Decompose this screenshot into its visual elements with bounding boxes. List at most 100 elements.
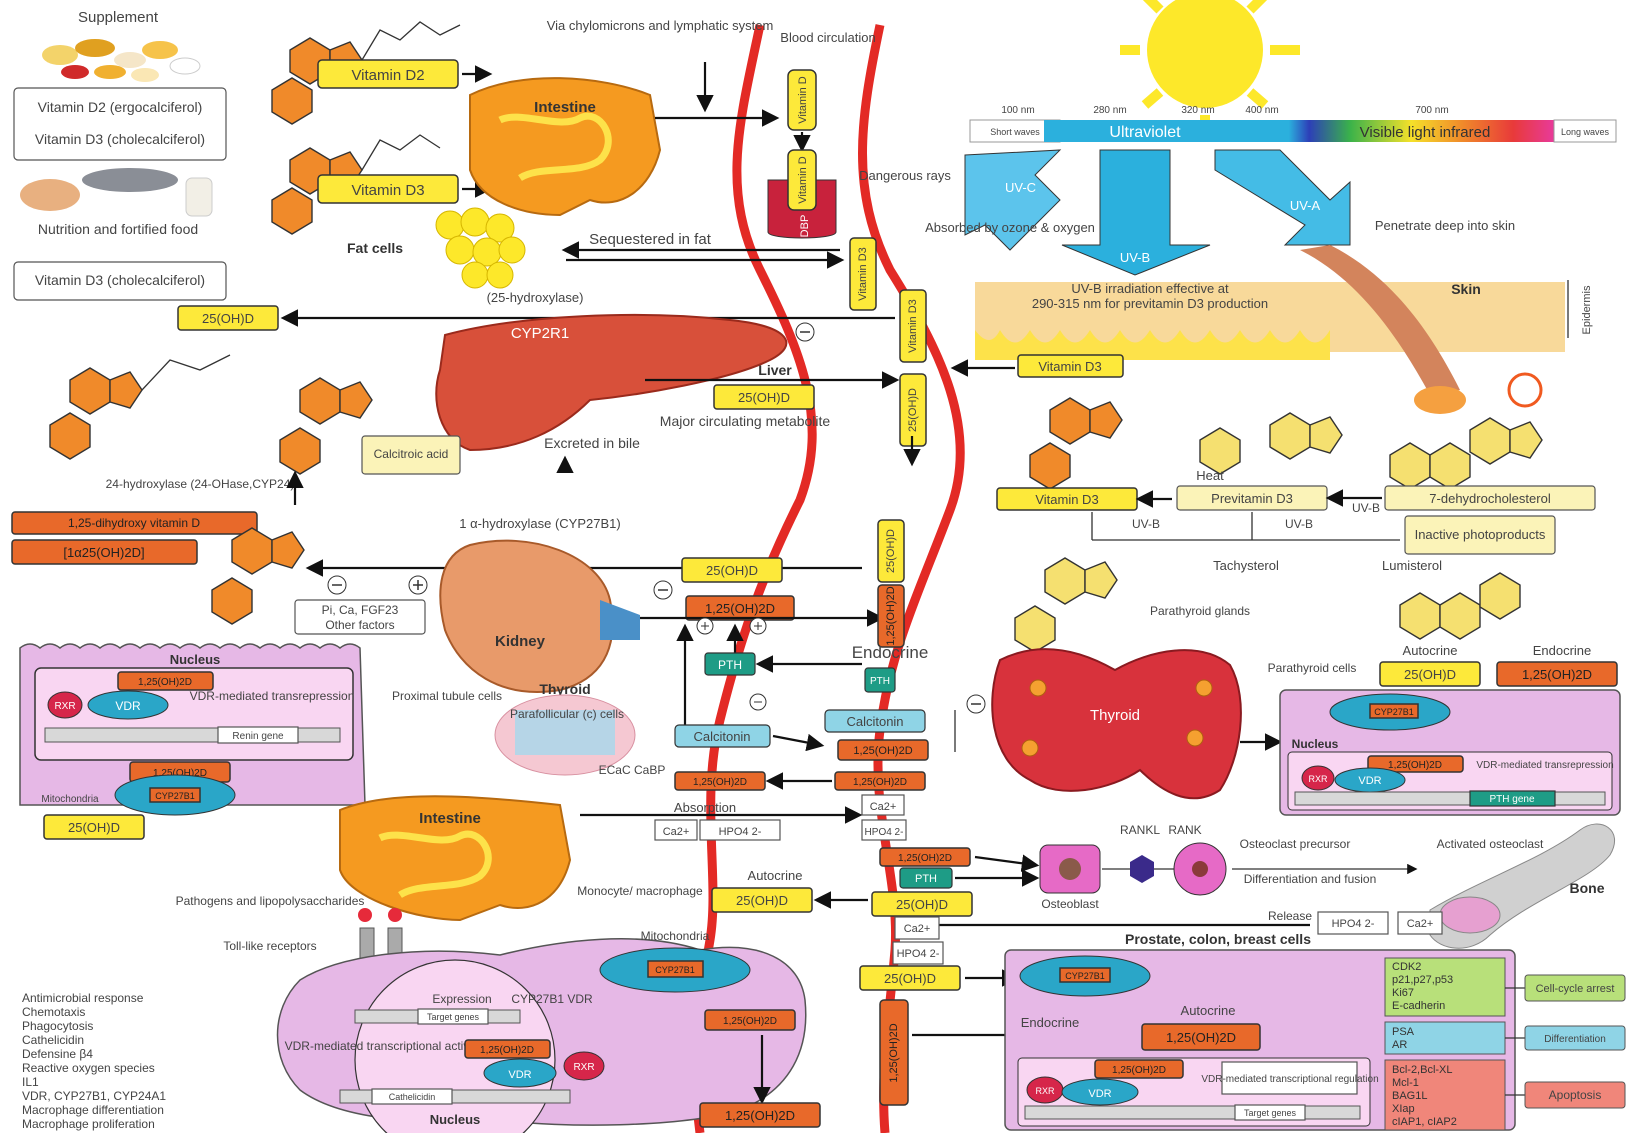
short-waves-label: Short waves: [990, 127, 1040, 137]
immune-dihydroxy-label: 1,25(OH)2D: [723, 1016, 777, 1027]
vitd3-cholecalciferol-label: Vitamin D3 (cholecalciferol): [35, 131, 205, 147]
factors-line2: Other factors: [325, 618, 394, 632]
dangerous-rays-label: Dangerous rays: [859, 168, 951, 183]
left-nucleus-title: Nucleus: [170, 652, 221, 667]
prostate-autocrine-label: Autocrine: [1181, 1003, 1236, 1018]
cyp-vdr-label: CYP27B1 VDR: [511, 992, 593, 1006]
bone-25ohd-label: 25(OH)D: [896, 897, 948, 912]
osteoblast-label: Osteoblast: [1041, 897, 1099, 911]
tachysterol-molecule: [1015, 558, 1117, 652]
prostate-target-label: Target genes: [1244, 1108, 1297, 1118]
parathyroid-glands-label: Parathyroid glands: [1150, 604, 1250, 618]
intestine-ca-label: Ca2+: [663, 826, 690, 838]
apoptosis-label: Apoptosis: [1549, 1088, 1602, 1102]
calcitonin-label: Calcitonin: [693, 729, 750, 744]
skin-vitd3-label: Vitamin D3: [1038, 359, 1101, 374]
parathyroid-gland-1: [1030, 680, 1046, 696]
tick-320nm: 320 nm: [1181, 105, 1214, 116]
factors-line1: Pi, Ca, FGF23: [322, 603, 399, 617]
bone-pth-label: PTH: [915, 873, 937, 885]
spectrum-ticks: 100 nm 280 nm 320 nm 400 nm 700 nm: [1001, 105, 1448, 116]
prostate-cyp-label: CYP27B1: [1065, 971, 1105, 981]
expression-label: Expression: [432, 992, 491, 1006]
kidney-dihydroxy-label: 1,25(OH)2D: [705, 601, 775, 616]
vitd2-ergocalciferol-label: Vitamin D2 (ergocalciferol): [38, 99, 203, 115]
immune-target-label: Target genes: [427, 1012, 480, 1022]
sequestered-label: Sequestered in fat: [589, 231, 712, 248]
bone-dihydroxy-label: 1,25(OH)2D: [898, 853, 952, 864]
major-circ-label: Major circulating metabolite: [660, 413, 831, 429]
alpha-hydroxylase-label: 1 α-hydroxylase (CYP27B1): [459, 516, 620, 531]
blood-vitd3-label-1: Vitamin D3: [857, 247, 869, 301]
dbp-label: DBP: [799, 215, 811, 238]
pt-dihydroxy-label: 1,25(OH)2D: [1522, 667, 1592, 682]
gene-cdk2: CDK2: [1392, 961, 1421, 973]
gene-mcl1: Mcl-1: [1392, 1077, 1419, 1089]
dhc-label: 7-dehydrocholesterol: [1429, 491, 1551, 506]
visible-ir-label: Visible light infrared: [1360, 124, 1491, 141]
blood-vitd3-label-2: Vitamin D3: [907, 299, 919, 353]
pt-inner-dihydroxy-label: 1,25(OH)2D: [1388, 760, 1442, 771]
pt-25ohd-label: 25(OH)D: [1404, 667, 1456, 682]
left-rxr-label: RXR: [54, 701, 75, 712]
cell-cycle-arrest-label: Cell-cycle arrest: [1536, 983, 1615, 995]
immune-response-list: Antimicrobial response Chemotaxis Phagoc…: [22, 991, 166, 1131]
pt-dna: [1295, 792, 1605, 805]
kidney-icon: [440, 541, 612, 692]
liver-label: Liver: [758, 362, 792, 378]
liver-icon: [436, 315, 786, 450]
rankl-label: RANKL: [1120, 823, 1160, 837]
monocyte-label: Monocyte/ macrophage: [577, 884, 703, 898]
nerve-coil-icon: [1509, 374, 1541, 406]
pth-gene-label: PTH gene: [1489, 794, 1534, 805]
prostate-rxr-label: RXR: [1035, 1086, 1055, 1096]
dihydroxy-formula-label: [1α25(OH)2D]: [63, 545, 144, 560]
ultraviolet-label: Ultraviolet: [1109, 124, 1181, 141]
epidermis-label: Epidermis: [1581, 285, 1593, 334]
vitd3-molecule-right: [1030, 398, 1122, 489]
skin-label: Skin: [1451, 281, 1481, 297]
intestine-top-label: Intestine: [534, 99, 596, 116]
previtamin-molecule: [1200, 413, 1342, 474]
osteoblast-nucleus: [1059, 858, 1081, 880]
supplement-pills-icon: [42, 39, 200, 82]
prostate-inner-dihydroxy-label: 1,25(OH)2D: [1112, 1065, 1166, 1076]
gene-p21: p21,p27,p53: [1392, 974, 1453, 986]
left-nucleus-dihydroxy-label: 1,25(OH)2D: [138, 677, 192, 688]
inactive-label: Inactive photoproducts: [1415, 527, 1546, 542]
differentiation-label: Differentiation: [1544, 1034, 1606, 1045]
long-waves-label: Long waves: [1561, 127, 1610, 137]
supplement-label: Supplement: [78, 9, 159, 26]
response-4: Cathelicidin: [22, 1033, 84, 1047]
dhc-molecule: [1390, 418, 1542, 489]
prostate-vdr-med-label: VDR-mediated transcriptional regulation: [1201, 1074, 1378, 1085]
response-5: Defensine β4: [22, 1047, 93, 1061]
blood-hpo-label-1: HPO4 2-: [865, 827, 904, 838]
bone-hpo-label: HPO4 2-: [1332, 918, 1375, 930]
blood-circulation-label: Blood circulation: [780, 30, 875, 45]
immune-mitochondria-label: Mitochondria: [641, 929, 710, 943]
rank-label: RANK: [1168, 823, 1201, 837]
pt-rxr-label: RXR: [1308, 774, 1328, 784]
uva-label: UV-A: [1290, 198, 1321, 213]
immune-out-dihydroxy-label: 1,25(OH)2D: [725, 1108, 795, 1123]
pth-label: PTH: [718, 658, 742, 672]
tachysterol-label: Tachysterol: [1213, 558, 1279, 573]
prostate-dihydroxy-label: 1,25(OH)2D: [1166, 1030, 1236, 1045]
fish-food-icon: [20, 168, 212, 216]
cyp2r1-label: CYP2R1: [511, 325, 569, 342]
uvb-dhc-label: UV-B: [1352, 501, 1380, 515]
gene-ki67: Ki67: [1392, 987, 1414, 999]
gene-bag1l: BAG1L: [1392, 1090, 1427, 1102]
parafollicular-label: Parafollicular (c) cells: [510, 707, 624, 721]
parathyroid-gland-4: [1187, 730, 1203, 746]
bile-label: Excreted in bile: [544, 435, 640, 451]
response-9: Macrophage differentiation: [22, 1103, 164, 1117]
gene-bcl2: Bcl-2,Bcl-XL: [1392, 1064, 1453, 1076]
renal-vessel-icon: [600, 600, 640, 640]
immune-25ohd-label: 25(OH)D: [736, 893, 788, 908]
vitamin-d2-label: Vitamin D2: [351, 67, 424, 84]
pt-vdr-label: VDR: [1358, 775, 1381, 787]
vitamin-d3-label: Vitamin D3: [351, 182, 424, 199]
immune-inner-dihydroxy-label: 1,25(OH)2D: [480, 1045, 534, 1056]
